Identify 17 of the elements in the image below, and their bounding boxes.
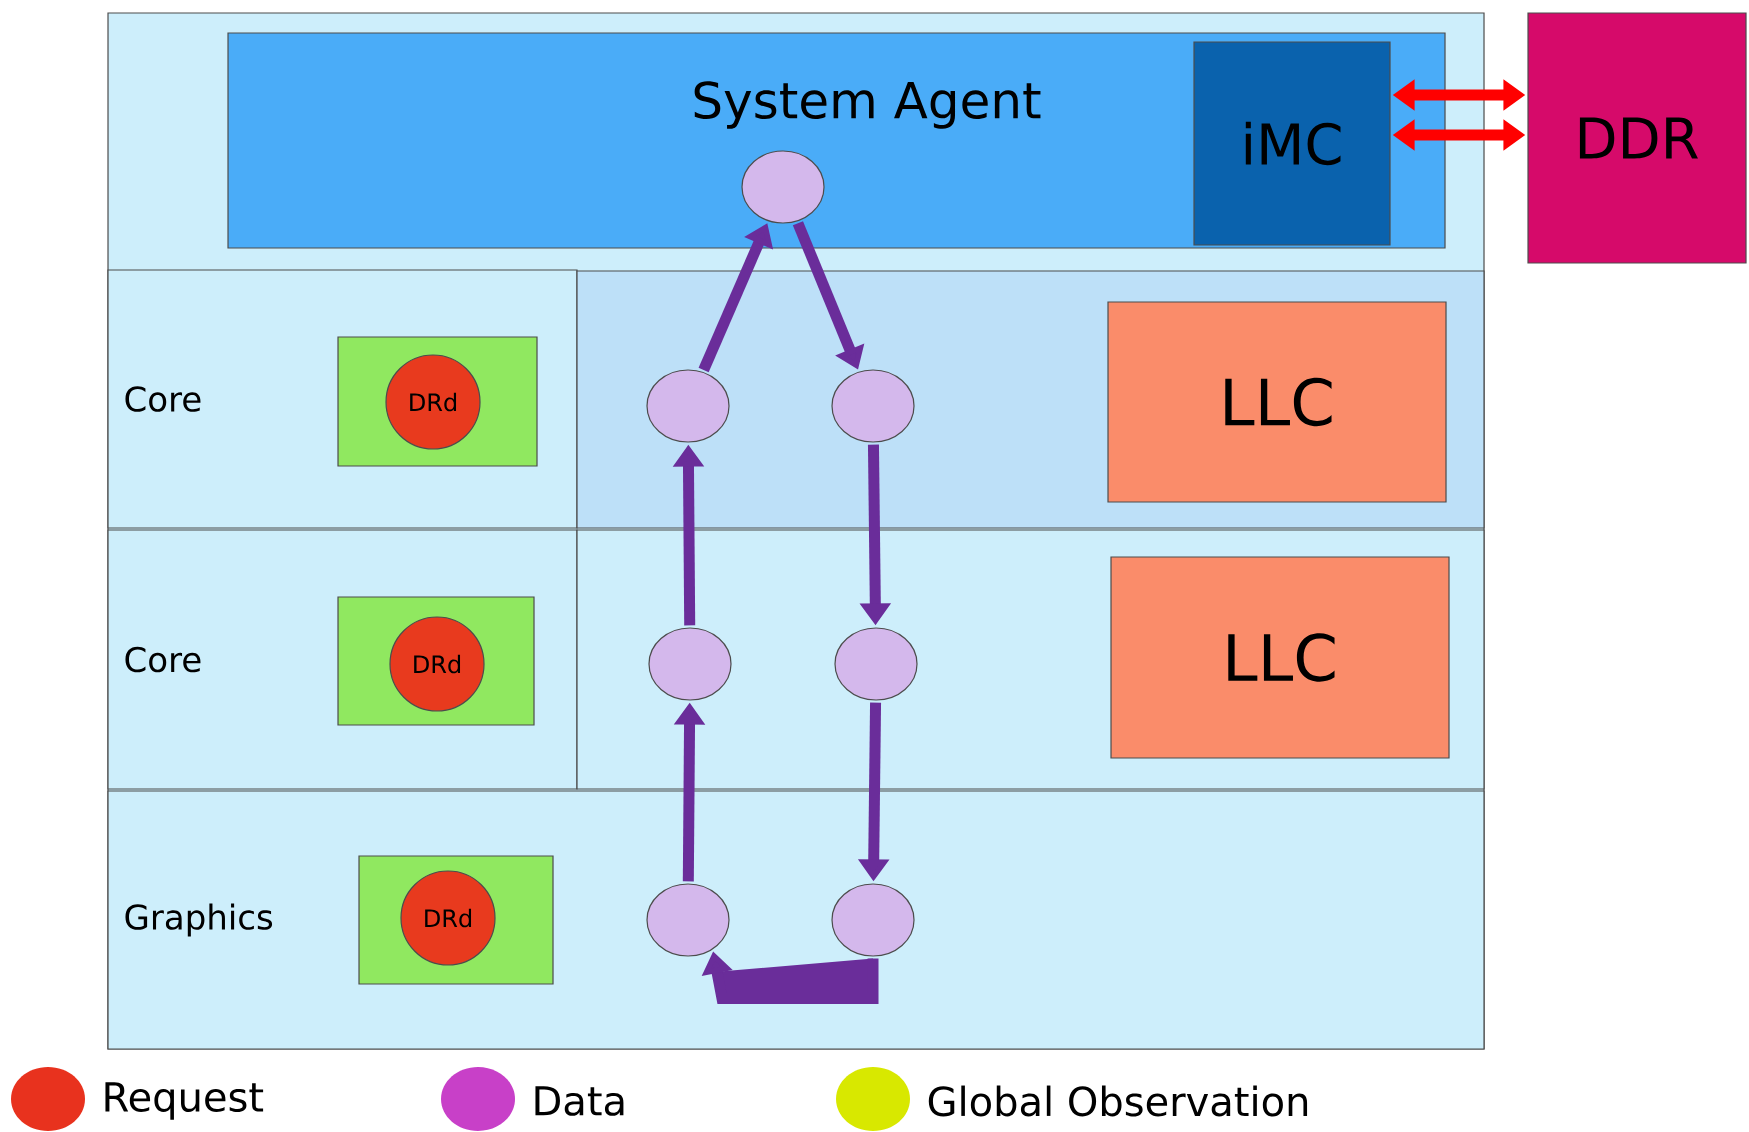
data-circle (646, 369, 730, 443)
data-circle (646, 883, 730, 957)
llc-box: LLC (1110, 556, 1450, 759)
llc-box: LLC (1107, 301, 1447, 503)
memory-box: DDR (1527, 12, 1747, 264)
request-ball: DRd (385, 354, 481, 450)
data-circle (834, 627, 918, 701)
legend-label: Data (535, 1086, 624, 1116)
data-circle (741, 150, 825, 224)
legend-label: Request (105, 1082, 264, 1120)
legend-label: Global Observation (928, 1085, 1308, 1117)
data-circle (831, 369, 915, 443)
request-ball: DRd (400, 870, 496, 966)
data-circle (648, 627, 732, 701)
controller-box: iMC (1193, 41, 1391, 246)
request-ball: DRd (389, 616, 485, 712)
data-circle (831, 883, 915, 957)
